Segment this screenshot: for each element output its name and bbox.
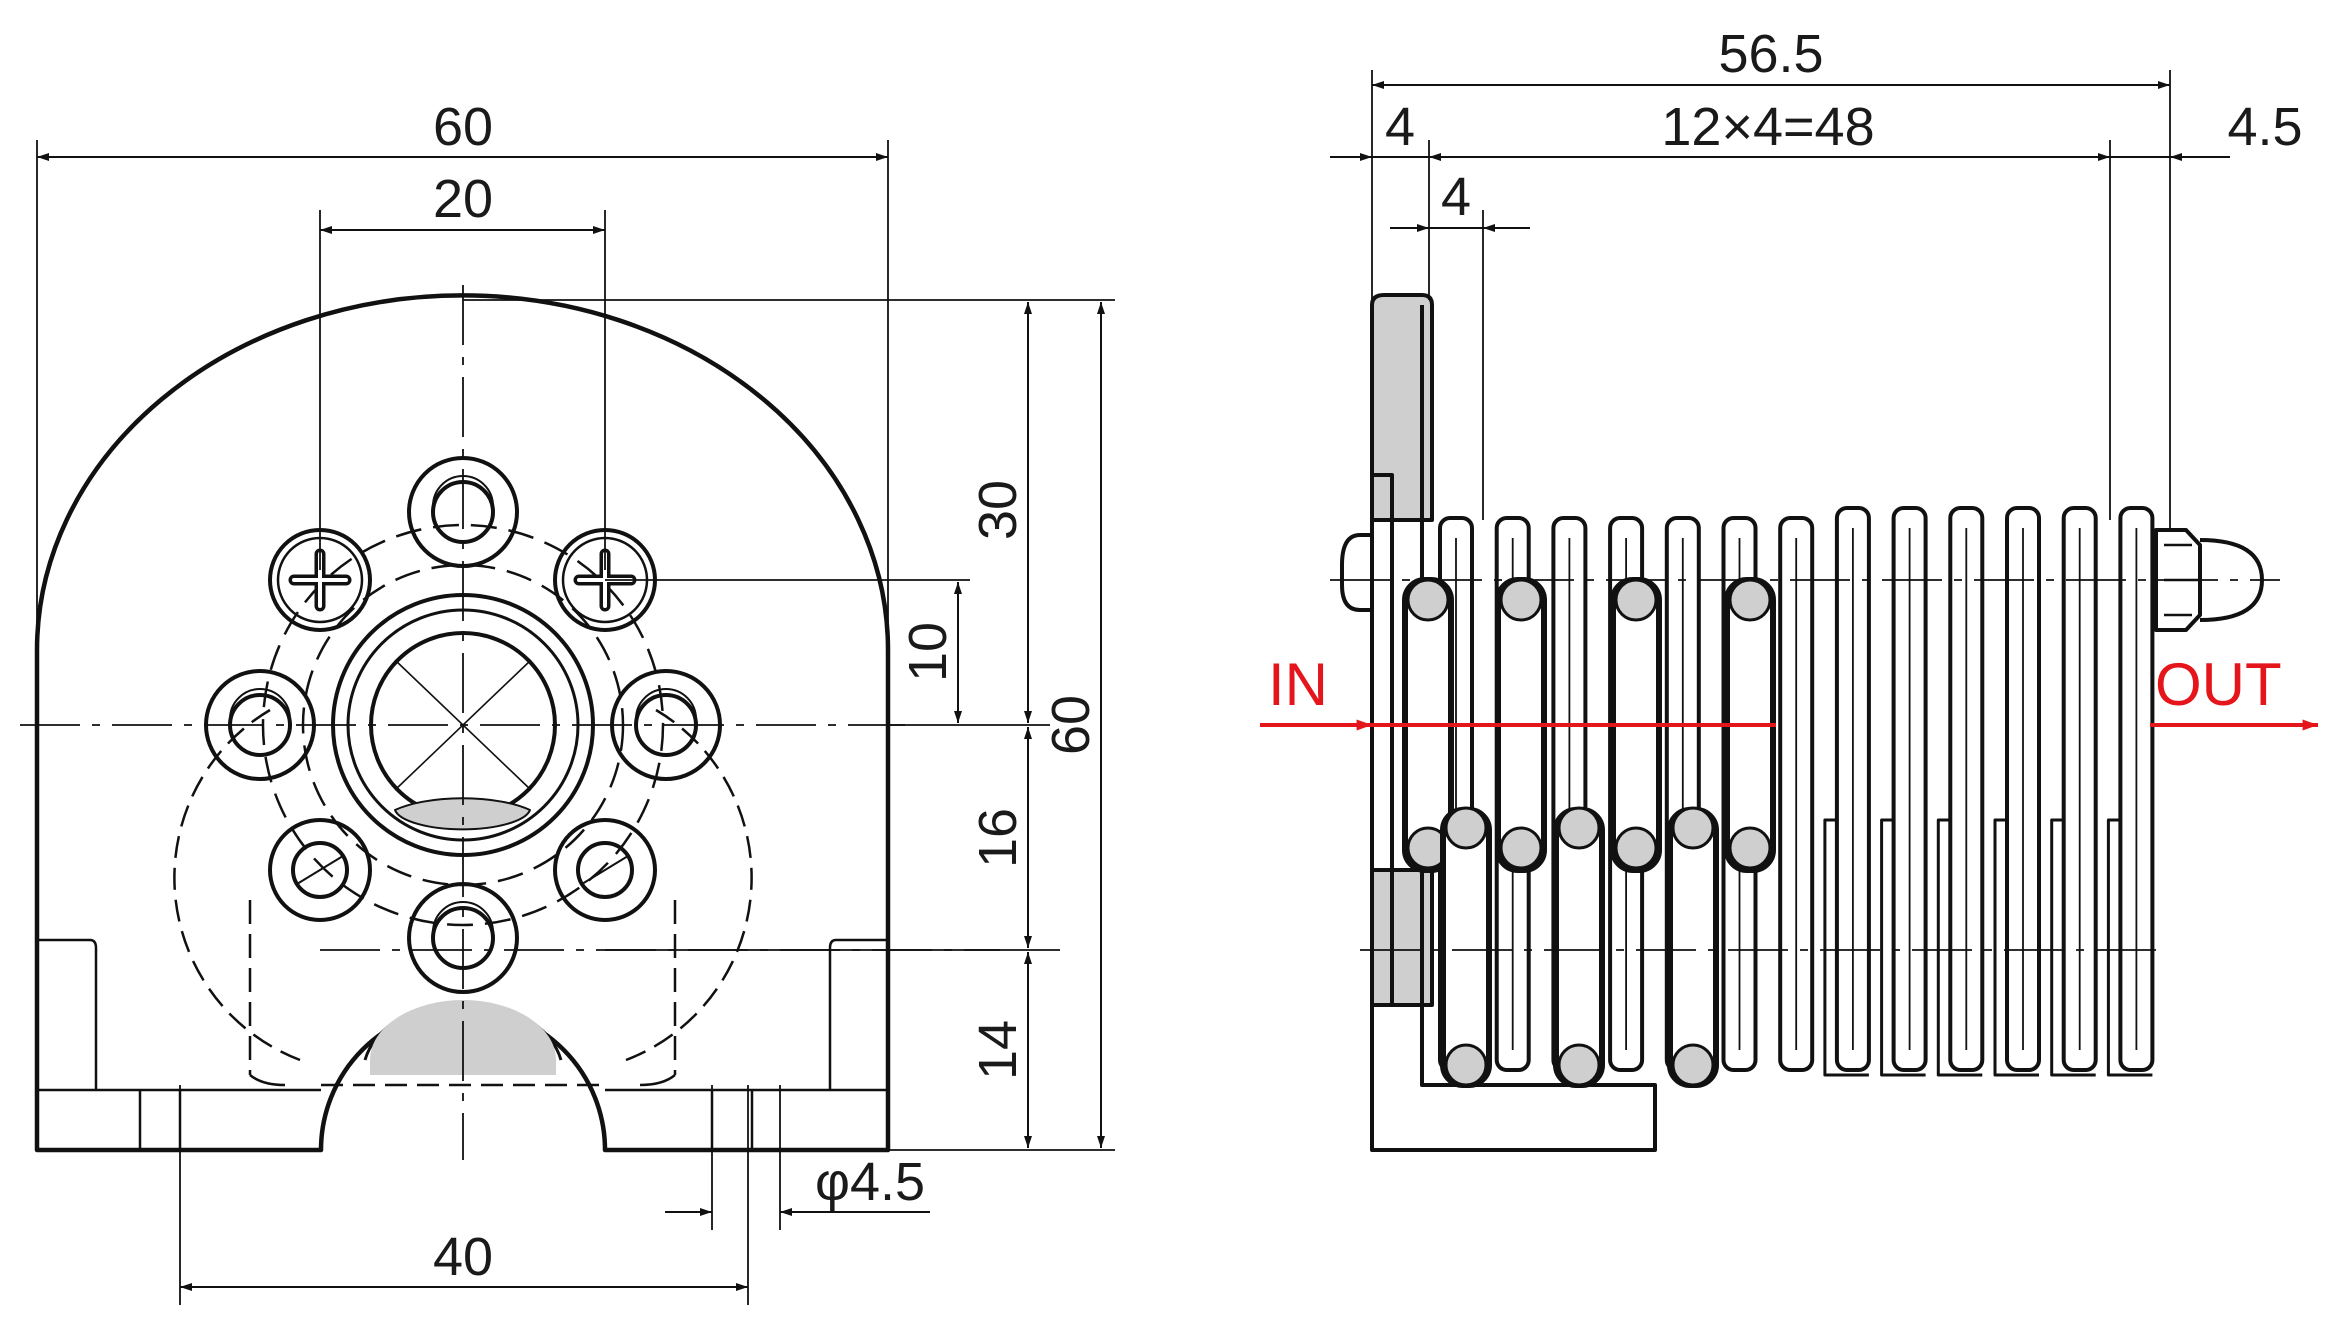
inlet-nipple [1340, 533, 1372, 612]
tube-segment [1667, 806, 1719, 1088]
dim-lower-to-base: 14 [968, 1020, 1028, 1080]
side-centerlines [1330, 579, 2280, 951]
bolt-hole [553, 818, 657, 922]
hidden-port-outline [173, 708, 753, 1062]
dim-top-to-center: 30 [968, 480, 1028, 540]
dim-overall-length: 56.5 [1718, 24, 1823, 84]
dim-fin-pitch: 4 [1441, 167, 1471, 227]
fin [2061, 506, 2098, 1072]
fin [2118, 506, 2155, 1072]
tube-segment [1440, 806, 1492, 1088]
flow-in-label: IN [1268, 651, 1328, 718]
side-view: 56.5 4 12×4=48 4.5 4 IN OUT [1260, 24, 2319, 1152]
fin-step [1993, 818, 2039, 1077]
dim-overall-width: 60 [433, 97, 493, 157]
fin-step [2106, 818, 2153, 1077]
dimension-lines [37, 153, 1105, 1291]
dim-center-to-lower: 16 [968, 808, 1028, 868]
dim-plate-thickness: 4 [1385, 97, 1415, 157]
dim-mount-hole-diameter: φ4.5 [815, 1152, 925, 1212]
dim-mount-hole-spacing: 40 [433, 1227, 493, 1287]
side-dimension-labels: 56.5 4 12×4=48 4.5 4 IN OUT [1268, 24, 2303, 718]
fin-stack [1402, 506, 2155, 1088]
dim-fin-stack: 12×4=48 [1661, 97, 1874, 157]
side-extension-lines [1371, 70, 2171, 530]
flow-out-label: OUT [2155, 651, 2282, 718]
base-flange [37, 708, 888, 1150]
side-dimension-lines [1330, 81, 2230, 232]
bolt-hole [268, 818, 372, 922]
extension-lines [36, 140, 1115, 1305]
fin [1891, 506, 1928, 1072]
dim-end-cap: 4.5 [2227, 97, 2302, 157]
fin-step [1880, 818, 1926, 1077]
front-dimension-labels: 60 20 40 φ4.5 30 10 16 14 60 [433, 97, 1101, 1287]
fin-step [1936, 818, 1983, 1077]
fin [1834, 506, 1871, 1072]
fin-step [2050, 818, 2096, 1077]
fin [2005, 506, 2041, 1072]
dim-overall-height: 60 [1041, 695, 1101, 755]
front-view: 60 20 40 φ4.5 30 10 16 14 60 [20, 97, 1115, 1305]
fin [1778, 516, 1815, 1072]
tube-segment [1553, 806, 1605, 1088]
fin [1948, 506, 1985, 1072]
dim-screw-offset: 10 [898, 622, 958, 682]
fin-step [1823, 818, 1869, 1077]
dim-screw-spacing: 20 [433, 169, 493, 229]
